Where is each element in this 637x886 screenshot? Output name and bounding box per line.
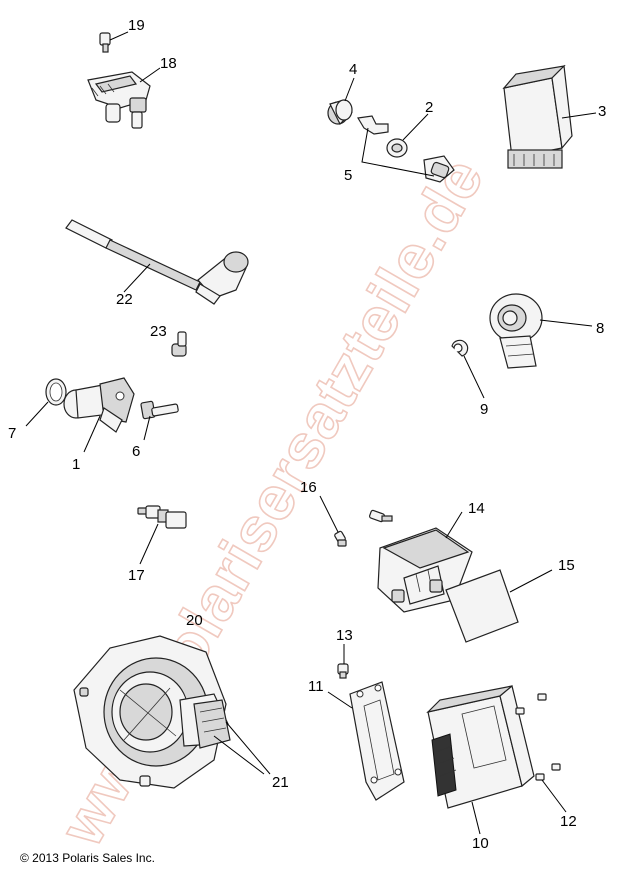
callout-9: 9 <box>480 401 488 418</box>
leader-7 <box>25 401 49 427</box>
callout-2: 2 <box>425 99 433 116</box>
callout-5: 5 <box>344 167 352 184</box>
callout-11: 11 <box>308 678 324 695</box>
leader-21a <box>213 735 265 775</box>
part-3-module <box>502 64 573 169</box>
part-13-screw <box>337 663 349 679</box>
leader-11 <box>327 691 353 709</box>
part-22-sensor-wire <box>65 219 249 305</box>
leader-17 <box>139 523 159 565</box>
callout-3: 3 <box>598 103 606 120</box>
leader-2 <box>402 113 429 141</box>
callout-21: 21 <box>272 774 289 791</box>
leader-14 <box>445 511 463 539</box>
callout-10: 10 <box>472 835 489 852</box>
callout-22: 22 <box>116 291 133 308</box>
leader-18 <box>139 67 161 83</box>
leader-10 <box>471 801 481 835</box>
part-20-throttle-body <box>73 635 231 789</box>
copyright-text: © 2013 Polaris Sales Inc. <box>20 851 155 865</box>
callout-1: 1 <box>72 456 80 473</box>
part-4-cap <box>327 99 353 126</box>
leader-5 <box>361 127 435 177</box>
callout-8: 8 <box>596 320 604 337</box>
part-18-map-sensor <box>87 71 151 129</box>
leader-4 <box>344 77 355 102</box>
callout-20: 20 <box>186 612 203 629</box>
part-17-temp-sensor <box>137 505 187 529</box>
leader-9 <box>463 355 485 399</box>
callout-23: 23 <box>150 323 167 340</box>
part-16-screw <box>334 530 347 547</box>
callout-4: 4 <box>349 61 357 78</box>
part-23-screw <box>171 331 187 357</box>
part-2-washer <box>386 138 408 158</box>
part-1-cam-sensor <box>63 377 135 433</box>
callout-19: 19 <box>128 17 145 34</box>
part-6-bolt <box>140 400 179 420</box>
leader-19 <box>109 31 129 41</box>
leader-16 <box>319 495 339 533</box>
callout-18: 18 <box>160 55 177 72</box>
callout-12: 12 <box>560 813 577 830</box>
callout-6: 6 <box>132 443 140 460</box>
leader-12 <box>541 779 567 813</box>
leader-21b <box>225 721 271 775</box>
leader-15 <box>509 569 553 593</box>
part-12-screws <box>515 693 561 781</box>
callout-7: 7 <box>8 425 16 442</box>
leader-22 <box>123 263 151 293</box>
leader-6 <box>143 415 151 441</box>
part-15-gasket <box>445 569 519 643</box>
part-8-knock-sensor <box>489 293 543 369</box>
callout-16: 16 <box>300 479 317 496</box>
callout-13: 13 <box>336 627 353 644</box>
part-9-clip <box>451 339 469 357</box>
part-10-ecu <box>426 684 535 809</box>
leader-8 <box>539 319 593 327</box>
leader-3 <box>561 112 597 119</box>
part-19-bolt <box>99 32 111 53</box>
part-11-bracket <box>349 681 405 801</box>
callout-15: 15 <box>558 557 575 574</box>
part-14-screw <box>369 509 393 523</box>
part-7-o-ring <box>45 378 67 406</box>
leader-1 <box>83 415 101 453</box>
callout-17: 17 <box>128 567 145 584</box>
callout-14: 14 <box>468 500 485 517</box>
